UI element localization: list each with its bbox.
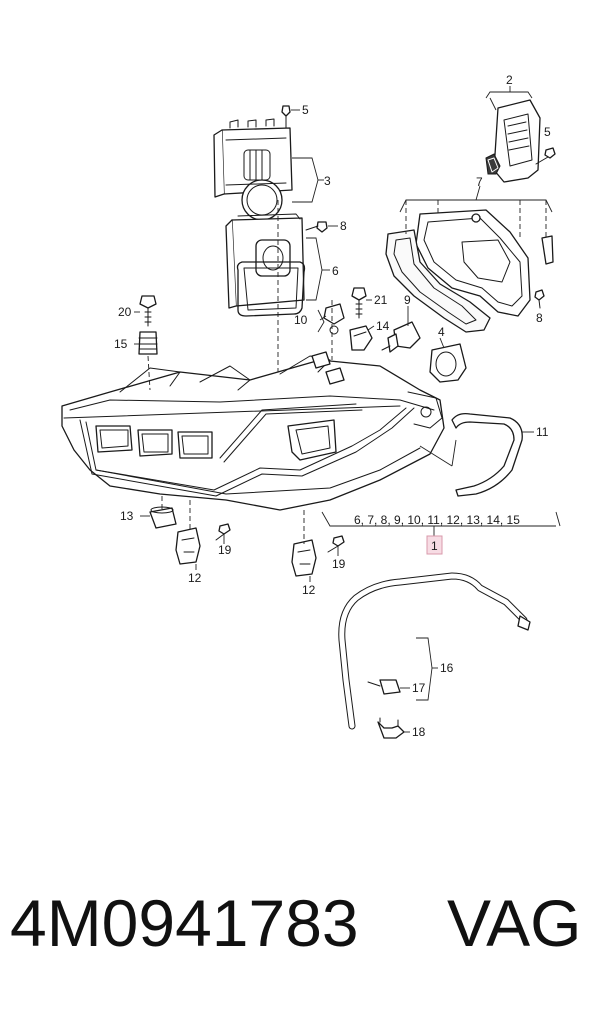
callout-14: 14 — [376, 319, 390, 333]
part-2-rear-cover — [485, 99, 541, 183]
part-4-cap — [429, 343, 467, 383]
callout-13: 13 — [120, 509, 134, 523]
callout-1-highlighted: 1 — [431, 539, 438, 553]
callout-21: 21 — [374, 293, 388, 307]
exploded-parts-diagram: 2 5 5 3 7 8 6 20 21 9 8 10 14 4 15 11 13… — [61, 73, 561, 739]
callout-sub-list: 6, 7, 8, 9, 10, 11, 12, 13, 14, 15 — [354, 513, 520, 527]
callout-12-right: 12 — [302, 583, 316, 597]
part-15-grommet — [138, 331, 158, 355]
part-18-clip — [377, 717, 405, 739]
part-13-cap — [149, 506, 177, 529]
leader-lines — [134, 86, 561, 733]
part-3-reflector-module — [213, 118, 293, 221]
callout-8-right: 8 — [536, 311, 543, 325]
part-6-lens-module — [225, 213, 306, 317]
callout-19-right: 19 — [332, 557, 346, 571]
part-10-clip — [323, 303, 345, 335]
callout-12-left: 12 — [188, 571, 202, 585]
callout-8-left: 8 — [340, 219, 347, 233]
callout-16: 16 — [440, 661, 454, 675]
part-19-screw-left — [215, 523, 231, 541]
callout-15: 15 — [114, 337, 128, 351]
part-12-bracket-left — [175, 527, 201, 565]
part-11-seal-strip — [451, 412, 523, 497]
part-number: 4M0941783 — [10, 886, 359, 960]
screw-5-right — [535, 147, 556, 165]
callout-20: 20 — [118, 305, 132, 319]
part-16-hose — [338, 572, 531, 730]
callout-5-right: 5 — [544, 125, 551, 139]
callout-6: 6 — [332, 264, 339, 278]
part-1-headlamp-housing — [61, 351, 445, 511]
callout-17: 17 — [412, 681, 426, 695]
part-7-housing-back — [385, 209, 554, 333]
brand-label: VAG — [447, 886, 582, 960]
callout-19-left: 19 — [218, 543, 232, 557]
callout-2: 2 — [506, 73, 513, 87]
callout-5-top: 5 — [302, 103, 309, 117]
callout-7: 7 — [476, 175, 483, 189]
screw-8-left — [305, 221, 338, 233]
callout-11: 11 — [536, 425, 549, 439]
highlight-box-1 — [426, 535, 443, 555]
part-14-connector — [349, 325, 373, 351]
callout-9: 9 — [404, 293, 411, 307]
callout-4: 4 — [438, 325, 445, 339]
part-19-screw-right — [327, 535, 345, 553]
callout-10: 10 — [294, 313, 308, 327]
part-17-connector — [367, 679, 401, 695]
callout-3: 3 — [324, 174, 331, 188]
callout-18: 18 — [412, 725, 426, 739]
callout-labels: 2 5 5 3 7 8 6 20 21 9 8 10 14 4 15 11 13… — [114, 73, 551, 739]
screw-5-top — [281, 105, 300, 129]
part-21-screw — [351, 287, 367, 319]
screw-8-right — [534, 289, 545, 309]
part-9-socket — [381, 321, 421, 353]
part-20-screw — [139, 295, 157, 327]
part-12-bracket-right — [291, 539, 317, 577]
